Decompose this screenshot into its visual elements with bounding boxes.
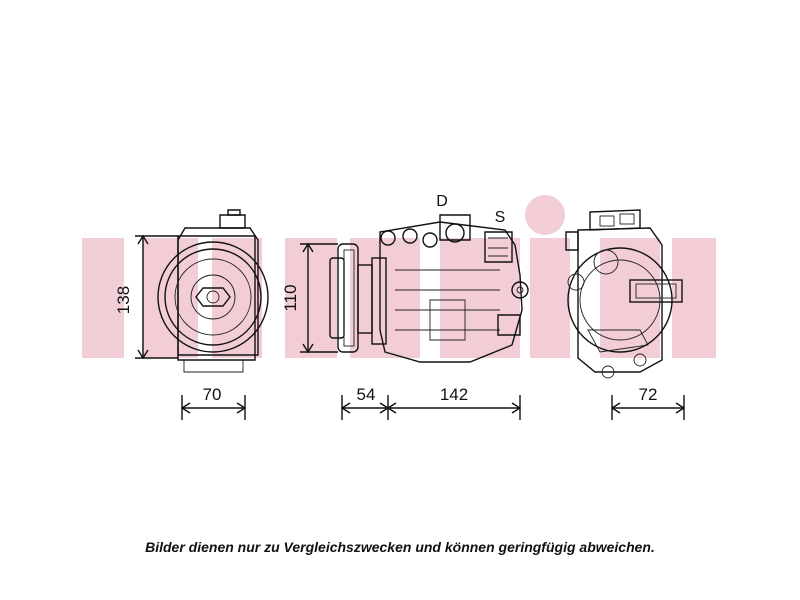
front-width-dimension: 70	[180, 385, 247, 420]
side-length-dimension: 54 142	[340, 385, 522, 420]
side-view	[329, 214, 529, 363]
front-width-label: 70	[203, 385, 222, 404]
side-height-dimension: 110	[281, 242, 338, 354]
front-height-dimension: 138	[114, 234, 178, 360]
front-height-label: 138	[114, 286, 133, 314]
side-height-label: 110	[281, 284, 300, 311]
front-view	[157, 209, 269, 373]
port-suction-label: S	[495, 209, 506, 226]
rear-width-label: 72	[639, 385, 658, 404]
side-body-label: 142	[440, 385, 468, 404]
disclaimer-text: Bilder dienen nur zu Vergleichszwecken u…	[145, 539, 655, 555]
watermark-logo	[82, 195, 716, 358]
rear-width-dimension: 72	[610, 385, 686, 420]
port-discharge-label: D	[436, 193, 448, 210]
rear-view	[565, 209, 683, 379]
side-clutch-label: 54	[357, 385, 376, 404]
